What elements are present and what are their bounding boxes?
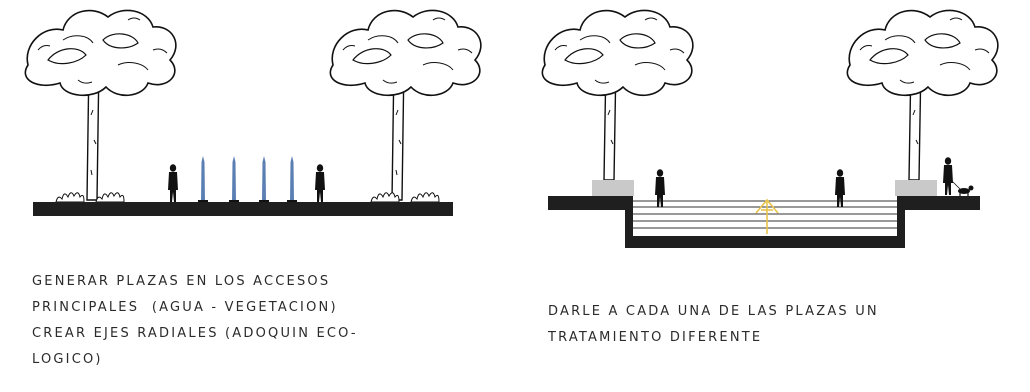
person-2: [315, 164, 325, 202]
sunken-wall-left: [625, 196, 633, 248]
fountain-jets: [198, 156, 297, 203]
up-arrow-icon: [755, 198, 779, 234]
planter-left: [592, 180, 634, 196]
fountain-jet: [287, 156, 297, 203]
caption-right-line: DARLE A CADA UNA DE LAS PLAZAS UN: [548, 304, 879, 319]
caption-right: DARLE A CADA UNA DE LAS PLAZAS UN TRATAM…: [548, 299, 879, 351]
tree-left-a: [24, 9, 177, 201]
tree-left-b: [329, 9, 482, 201]
tree-right-a: [541, 9, 694, 181]
caption-left-line: CREAR EJES RADIALES (ADOQUIN ECO-: [32, 326, 358, 341]
planter-right: [895, 180, 937, 196]
fountain-jet: [198, 156, 208, 203]
ground-left: [548, 196, 633, 210]
caption-left: GENERAR PLAZAS EN LOS ACCESOS PRINCIPALE…: [32, 269, 358, 373]
caption-right-line: TRATAMIENTO DIFERENTE: [548, 330, 763, 345]
person-1: [168, 164, 178, 202]
caption-left-line: LOGICO): [32, 352, 103, 367]
caption-left-line: PRINCIPALES (AGUA - VEGETACION): [32, 300, 338, 315]
ground-right: [897, 196, 980, 210]
sunken-wall-right: [897, 196, 905, 248]
sunken-floor: [625, 236, 905, 248]
plaza-section-right: [541, 9, 999, 248]
person-with-dog: [943, 157, 974, 196]
fountain-jet: [259, 156, 269, 203]
shrub-group-2: [370, 192, 440, 203]
fountain-jet: [229, 156, 239, 203]
caption-left-line: GENERAR PLAZAS EN LOS ACCESOS: [32, 274, 331, 289]
plaza-section-left: [24, 9, 482, 216]
ground-slab: [33, 202, 453, 216]
tree-right-b: [846, 9, 999, 181]
step-lines: [633, 200, 897, 229]
dog-icon: [958, 185, 974, 196]
